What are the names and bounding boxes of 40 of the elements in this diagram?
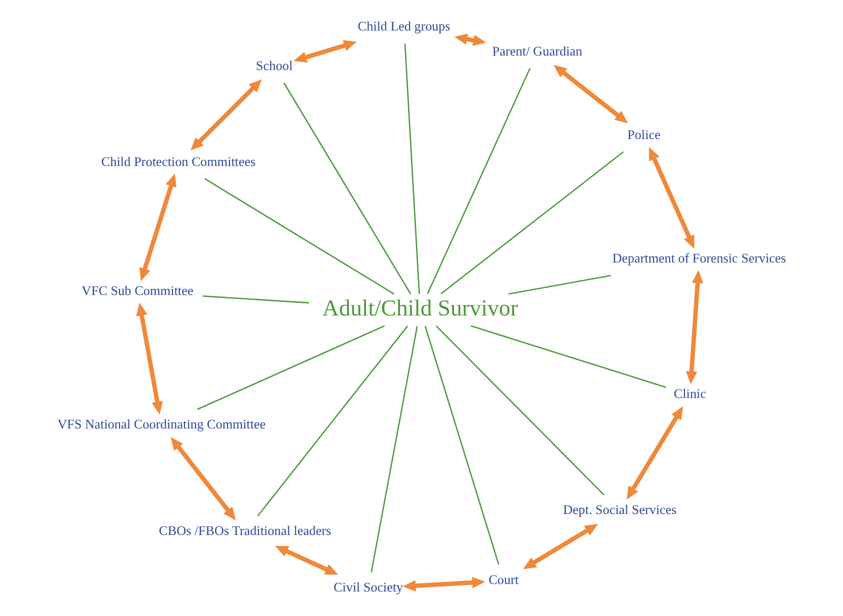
arrow [293, 40, 356, 63]
connector [508, 274, 611, 295]
arrow [402, 576, 485, 592]
connector [435, 326, 604, 496]
node-text: Child Led groups [357, 18, 450, 34]
node-text: Court [488, 572, 518, 587]
arrow [170, 436, 236, 520]
node-text: Civil Society [333, 580, 403, 595]
node-text: Police [626, 126, 660, 142]
connector [196, 325, 384, 410]
node-text: Department of Forensic Services [612, 250, 786, 266]
arrow [454, 34, 486, 46]
arrow [138, 174, 176, 282]
node-text: Dept. Social Services [562, 502, 676, 517]
connector [440, 151, 624, 294]
node-text: CBOs /FBOs Traditional leaders [158, 523, 331, 538]
node-text: Clinic [673, 386, 706, 401]
connector [370, 326, 418, 572]
connector [202, 295, 308, 304]
node-text: VFS National Coordinating Committee [56, 416, 266, 432]
arrow [522, 524, 598, 570]
connector [424, 326, 499, 565]
arrow [553, 64, 628, 124]
connector [426, 68, 530, 294]
connector [256, 326, 408, 516]
arrow [685, 270, 703, 384]
node-text: Adult/Child Survivor [322, 295, 518, 320]
connector [282, 82, 411, 294]
arrow [136, 302, 162, 415]
node-text: School [255, 58, 292, 73]
node-text: VFC Sub Committee [81, 283, 193, 298]
arrow [190, 79, 262, 151]
connector [404, 44, 420, 294]
arrow [648, 147, 694, 249]
node-text: Parent/ Guardian [492, 43, 582, 58]
arrow [274, 546, 338, 575]
connector [204, 178, 394, 295]
connector [470, 325, 666, 388]
arrow [626, 406, 683, 500]
node-text: Child Protection Committees [100, 154, 255, 169]
